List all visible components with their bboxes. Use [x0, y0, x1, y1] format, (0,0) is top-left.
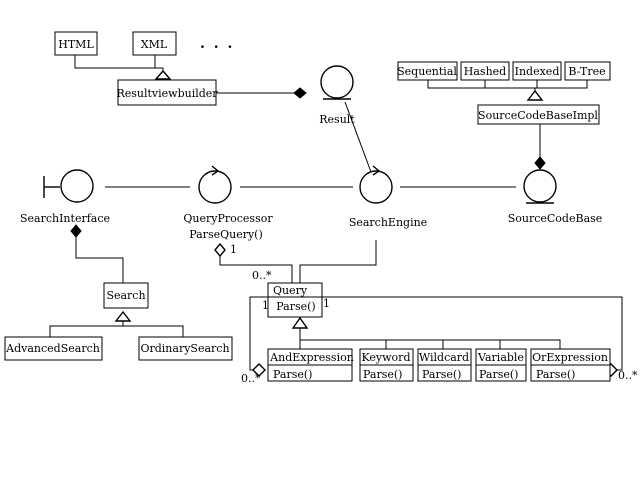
class-btree: B-Tree	[564, 61, 611, 81]
generalization-triangle-icon	[526, 89, 544, 101]
control-queryprocessor: QueryProcessor ParseQuery()	[183, 165, 273, 241]
aggregation-diamond-icon	[252, 363, 266, 377]
control-icon	[198, 170, 232, 204]
boundary-icon	[60, 169, 94, 203]
control-queryprocessor-label: QueryProcessor	[183, 212, 273, 225]
class-hashed-label: Hashed	[464, 65, 506, 78]
class-orexpression: OrExpression Parse()	[530, 348, 611, 382]
class-keyword: Keyword Parse()	[359, 348, 414, 382]
class-advancedsearch: AdvancedSearch	[4, 336, 103, 361]
class-indexed-label: Indexed	[515, 65, 560, 78]
class-wildcard: Wildcard Parse()	[417, 348, 472, 382]
class-html-label: HTML	[58, 38, 94, 51]
aggregation-diamond-icon	[214, 242, 226, 258]
class-keyword-method: Parse()	[363, 368, 402, 381]
entity-icon	[523, 169, 557, 203]
relationship-markers	[70, 69, 618, 377]
class-resultviewbuilder-label: Resultviewbuilder	[116, 87, 218, 100]
class-variable-label: Variable	[477, 351, 524, 364]
connectors	[49, 55, 623, 371]
class-sequential-label: Sequential	[397, 65, 457, 78]
class-search-label: Search	[106, 289, 145, 302]
class-resultviewbuilder: Resultviewbuilder	[116, 79, 218, 106]
class-xml: XML	[132, 31, 177, 56]
class-wildcard-method: Parse()	[422, 368, 461, 381]
multiplicity-one: 1	[230, 243, 237, 256]
multiplicity-zero-many: 0..*	[618, 369, 638, 382]
boundary-searchinterface: SearchInterface	[20, 169, 110, 225]
class-sequential: Sequential	[397, 61, 458, 81]
class-orexpression-label: OrExpression	[532, 351, 608, 364]
class-variable: Variable Parse()	[475, 348, 527, 382]
control-searchengine-label: SearchEngine	[349, 216, 427, 229]
class-keyword-label: Keyword	[362, 351, 411, 364]
class-hashed: Hashed	[460, 61, 510, 81]
multiplicity-one: 1	[262, 299, 269, 312]
multiplicity-one: 1	[323, 297, 330, 310]
class-xml-label: XML	[141, 38, 168, 51]
class-andexpression-label: AndExpression	[269, 351, 354, 364]
generalization-triangle-icon	[291, 316, 309, 329]
entity-icon	[320, 65, 354, 99]
class-sourcecodebaseimpl-label: SourceCodeBaseImpl	[478, 109, 598, 122]
class-search: Search	[103, 282, 149, 309]
generalization-triangle-icon	[154, 69, 172, 80]
control-searchengine: SearchEngine	[349, 165, 427, 229]
ellipsis-label: . . .	[200, 36, 234, 52]
class-andexpression-method: Parse()	[273, 368, 312, 381]
control-icon	[359, 170, 393, 204]
class-query-label: Query	[273, 284, 308, 297]
class-variable-method: Parse()	[479, 368, 518, 381]
class-wildcard-label: Wildcard	[419, 351, 469, 364]
generalization-triangle-icon	[114, 310, 132, 322]
multiplicity-zero-many: 0..*	[252, 269, 272, 282]
class-btree-label: B-Tree	[568, 65, 605, 78]
class-ordinarysearch-label: OrdinarySearch	[140, 342, 229, 355]
entity-result-label: Result	[319, 113, 355, 126]
composition-diamond-icon	[534, 156, 546, 170]
class-query-method: Parse()	[276, 300, 315, 313]
composition-diamond-icon	[70, 224, 82, 238]
multiplicity-zero-many: 0..*	[241, 372, 261, 385]
class-andexpression: AndExpression Parse()	[267, 348, 354, 382]
entity-result: Result	[319, 65, 355, 126]
class-sourcecodebaseimpl: SourceCodeBaseImpl	[477, 104, 600, 125]
control-queryprocessor-operation: ParseQuery()	[189, 228, 263, 241]
class-indexed: Indexed	[512, 61, 562, 81]
class-ordinarysearch: OrdinarySearch	[138, 336, 233, 361]
entity-sourcecodebase: SourceCodeBase	[508, 169, 603, 225]
boundary-searchinterface-label: SearchInterface	[20, 212, 110, 225]
class-query: Query Parse()	[267, 282, 323, 318]
class-orexpression-method: Parse()	[536, 368, 575, 381]
composition-diamond-icon	[293, 87, 307, 99]
class-html: HTML	[54, 31, 98, 56]
entity-sourcecodebase-label: SourceCodeBase	[508, 212, 603, 225]
class-advancedsearch-label: AdvancedSearch	[5, 342, 100, 355]
multiplicity-labels: 1 0..* 1 1 0..* 0..*	[230, 243, 638, 385]
